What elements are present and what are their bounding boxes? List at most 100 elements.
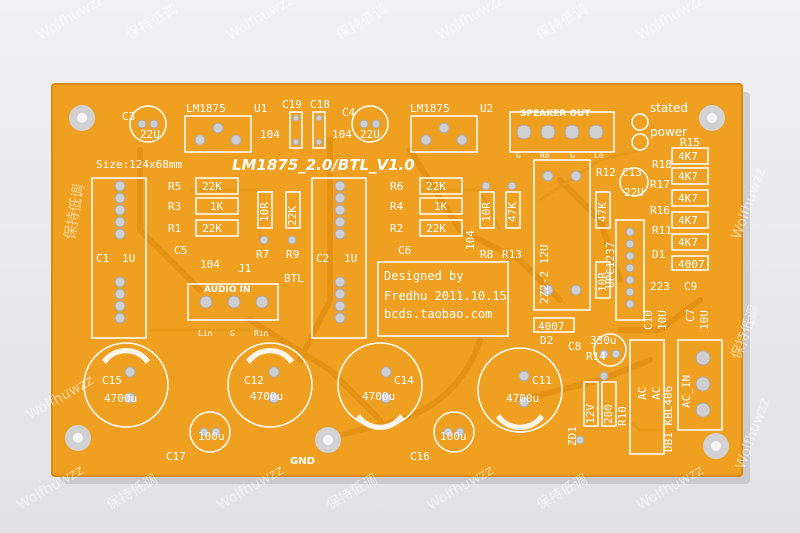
silk-label-c14: C14 <box>394 374 414 387</box>
silk-label-r11: R11 <box>652 224 672 237</box>
silk-label-c8v: 330u <box>590 334 617 347</box>
mount-holes <box>65 105 729 459</box>
size-label: Size:124x68mm <box>96 158 182 171</box>
watermark-brand: Wolfhuwzz <box>224 0 296 43</box>
silk-label-c18: C18 <box>310 98 330 111</box>
silk-label-c104a: 104 <box>260 128 280 141</box>
silk-label-c3: C3 <box>122 110 135 123</box>
silk-label-r10: R10 <box>616 406 629 426</box>
silk-label-u2: U2 <box>480 102 493 115</box>
silk-label-j1: J1 <box>238 262 251 275</box>
silk-label-d4007a: 4007 <box>678 258 705 271</box>
silk-label-lm1875_b: LM1875 <box>410 102 450 115</box>
silk-label-r10r: 10R <box>258 202 271 222</box>
silk-label-r4: R4 <box>390 200 404 213</box>
silk-label-r47kb: 47K <box>596 202 609 222</box>
silk-label-spk_g1: G <box>516 151 521 160</box>
silk-label-d1: D1 <box>652 248 665 261</box>
silk-label-u1: U1 <box>254 102 267 115</box>
silk-label-btl: BTL <box>284 272 304 285</box>
silk-label-c2: C2 <box>316 252 329 265</box>
watermark-brand: Wolfhuwzz <box>634 0 706 43</box>
silk-label-r6: R6 <box>390 180 403 193</box>
silk-label-c17: C17 <box>166 450 186 463</box>
silk-label-zd12v: 12V <box>584 404 597 424</box>
silk-label-c12v: 4700u <box>250 390 283 403</box>
silk-label-r22kb: 22K <box>202 222 222 235</box>
silk-label-r15: R15 <box>680 136 700 149</box>
silk-label-c10: C10 <box>642 310 655 330</box>
board-title: LM1875_2.0/BTL_V1.0 <box>232 156 415 174</box>
silk-label-r10rb: 10R <box>480 202 493 222</box>
designer-line1: Designed by <box>384 269 463 283</box>
silk-label-r8: R8 <box>480 248 493 261</box>
silk-label-r1k: 1K <box>210 200 224 213</box>
watermark-brand: Wolfhuwzz <box>34 0 106 43</box>
silk-label-r14: R14 <box>586 350 606 363</box>
silk-label-gnd: GND <box>290 456 315 467</box>
designer-line2: Fredhu 2011.10.15 <box>384 289 507 303</box>
silk-label-spk_ro: Ro <box>540 151 550 160</box>
silk-label-r7: R7 <box>256 248 269 261</box>
silk-label-z2: 2Z2-2 12U <box>538 244 551 304</box>
silk-label-c13: C13 <box>622 166 642 179</box>
silk-label-c104b: 104 <box>332 128 352 141</box>
watermark-brand: Wolfhuwzz <box>434 0 506 43</box>
silk-label-speaker: SPEAKER OUT <box>520 109 591 119</box>
silk-label-rin: Rin <box>254 329 269 338</box>
silk-label-c1v: 1U <box>122 252 135 265</box>
silk-label-lin: Lin <box>198 329 213 338</box>
silk-label-upc: UPC1237 <box>604 242 617 288</box>
silk-label-r5: R5 <box>168 180 181 193</box>
silk-label-c4v: 22U <box>360 128 380 141</box>
silk-label-r2: R2 <box>390 222 403 235</box>
silk-label-r4k7d: 4K7 <box>678 214 698 227</box>
silk-label-power: power <box>650 125 687 139</box>
silk-label-r22k: 22K <box>202 180 222 193</box>
silk-label-r10rc: 10R <box>596 272 609 292</box>
silk-label-r4k7c: 4K7 <box>678 192 698 205</box>
silk-label-r22ke: 22K <box>426 222 446 235</box>
silk-label-c5v: 104 <box>200 258 220 271</box>
watermark-cn: 保持低调 <box>334 2 390 44</box>
silk-label-c5: C5 <box>174 244 187 257</box>
silk-label-c4: C4 <box>342 106 356 119</box>
silk-label-c14v: 4700u <box>362 390 395 403</box>
silk-label-r4k7b: 4K7 <box>678 170 698 183</box>
silk-label-r22kd: 22K <box>426 180 446 193</box>
silk-label-c10v: 10U <box>656 310 669 330</box>
silk-label-spk_lo: Lo <box>594 151 604 160</box>
silk-label-c2v: 1U <box>344 252 357 265</box>
silk-label-c6: C6 <box>398 244 411 257</box>
silk-label-r22kc: 22K <box>286 206 299 226</box>
silk-label-spk_g2: G <box>570 151 575 160</box>
silk-label-c11v: 4700u <box>506 392 539 405</box>
silk-label-stated: stated <box>650 101 688 115</box>
silk-label-c9v: 223 <box>650 280 670 293</box>
watermark-brand: Wolfhuwzz <box>14 462 86 513</box>
silk-label-c16: C16 <box>410 450 430 463</box>
silk-label-c16v: 100u <box>440 430 467 443</box>
silk-label-c19: C19 <box>282 98 302 111</box>
silk-label-r16: R16 <box>650 204 670 217</box>
silk-label-r12: R12 <box>596 166 616 179</box>
silk-label-c13v: 22U <box>624 186 644 199</box>
silk-label-r3: R3 <box>168 200 181 213</box>
silk-label-r4k7a: 4K7 <box>678 150 698 163</box>
watermark-cn: 保持低调 <box>124 2 180 44</box>
silk-label-c15: C15 <box>102 374 122 387</box>
solder-pads <box>114 114 711 445</box>
silk-label-ac2: AC <box>650 387 663 400</box>
silk-label-d2: D2 <box>540 334 553 347</box>
designer-line3: bcds.taobao.com <box>384 307 492 321</box>
silk-label-r13: R13 <box>502 248 522 261</box>
silk-label-r1: R1 <box>168 222 181 235</box>
silk-label-r1kb: 1K <box>434 200 448 213</box>
silk-text: LM1875_2.0/BTL_V1.0 Size:124x68mm Design… <box>96 98 711 467</box>
silk-label-r9: R9 <box>286 248 299 261</box>
silk-label-c3v: 22U <box>140 128 160 141</box>
silk-label-audio_in: AUDIO IN <box>204 285 250 295</box>
silk-label-d4007b: 4007 <box>538 320 565 333</box>
